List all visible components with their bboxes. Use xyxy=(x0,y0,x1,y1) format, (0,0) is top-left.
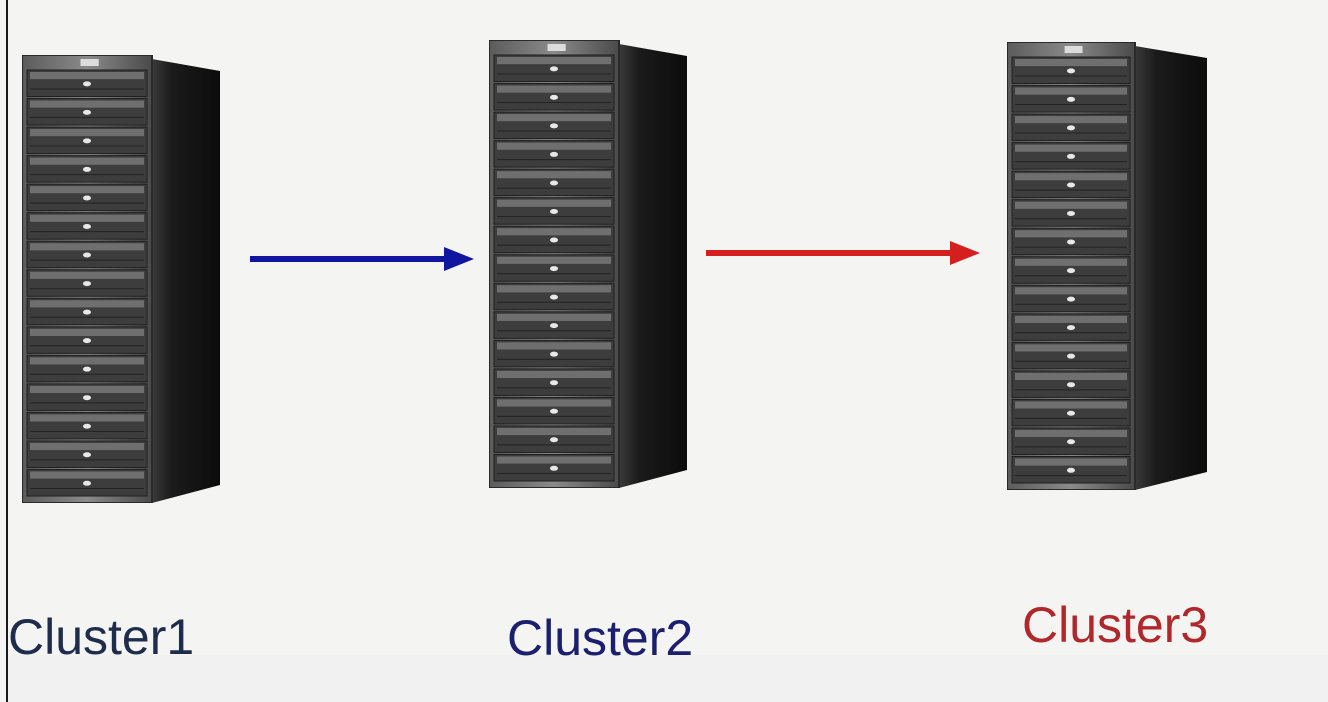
cluster1-label: Cluster1 xyxy=(8,609,195,665)
left-border-line xyxy=(6,0,8,702)
arrow-head xyxy=(950,241,980,265)
cluster2-label: Cluster2 xyxy=(507,610,694,666)
cluster3-label: Cluster3 xyxy=(1022,597,1209,653)
server-rack-icon xyxy=(1007,42,1207,490)
arrow-head xyxy=(444,247,474,271)
server-rack-icon xyxy=(22,55,220,503)
server-rack-icon xyxy=(489,40,687,488)
caption-band xyxy=(8,655,1328,702)
arrow-right-icon xyxy=(706,241,980,265)
arrow-right-icon xyxy=(250,247,474,271)
